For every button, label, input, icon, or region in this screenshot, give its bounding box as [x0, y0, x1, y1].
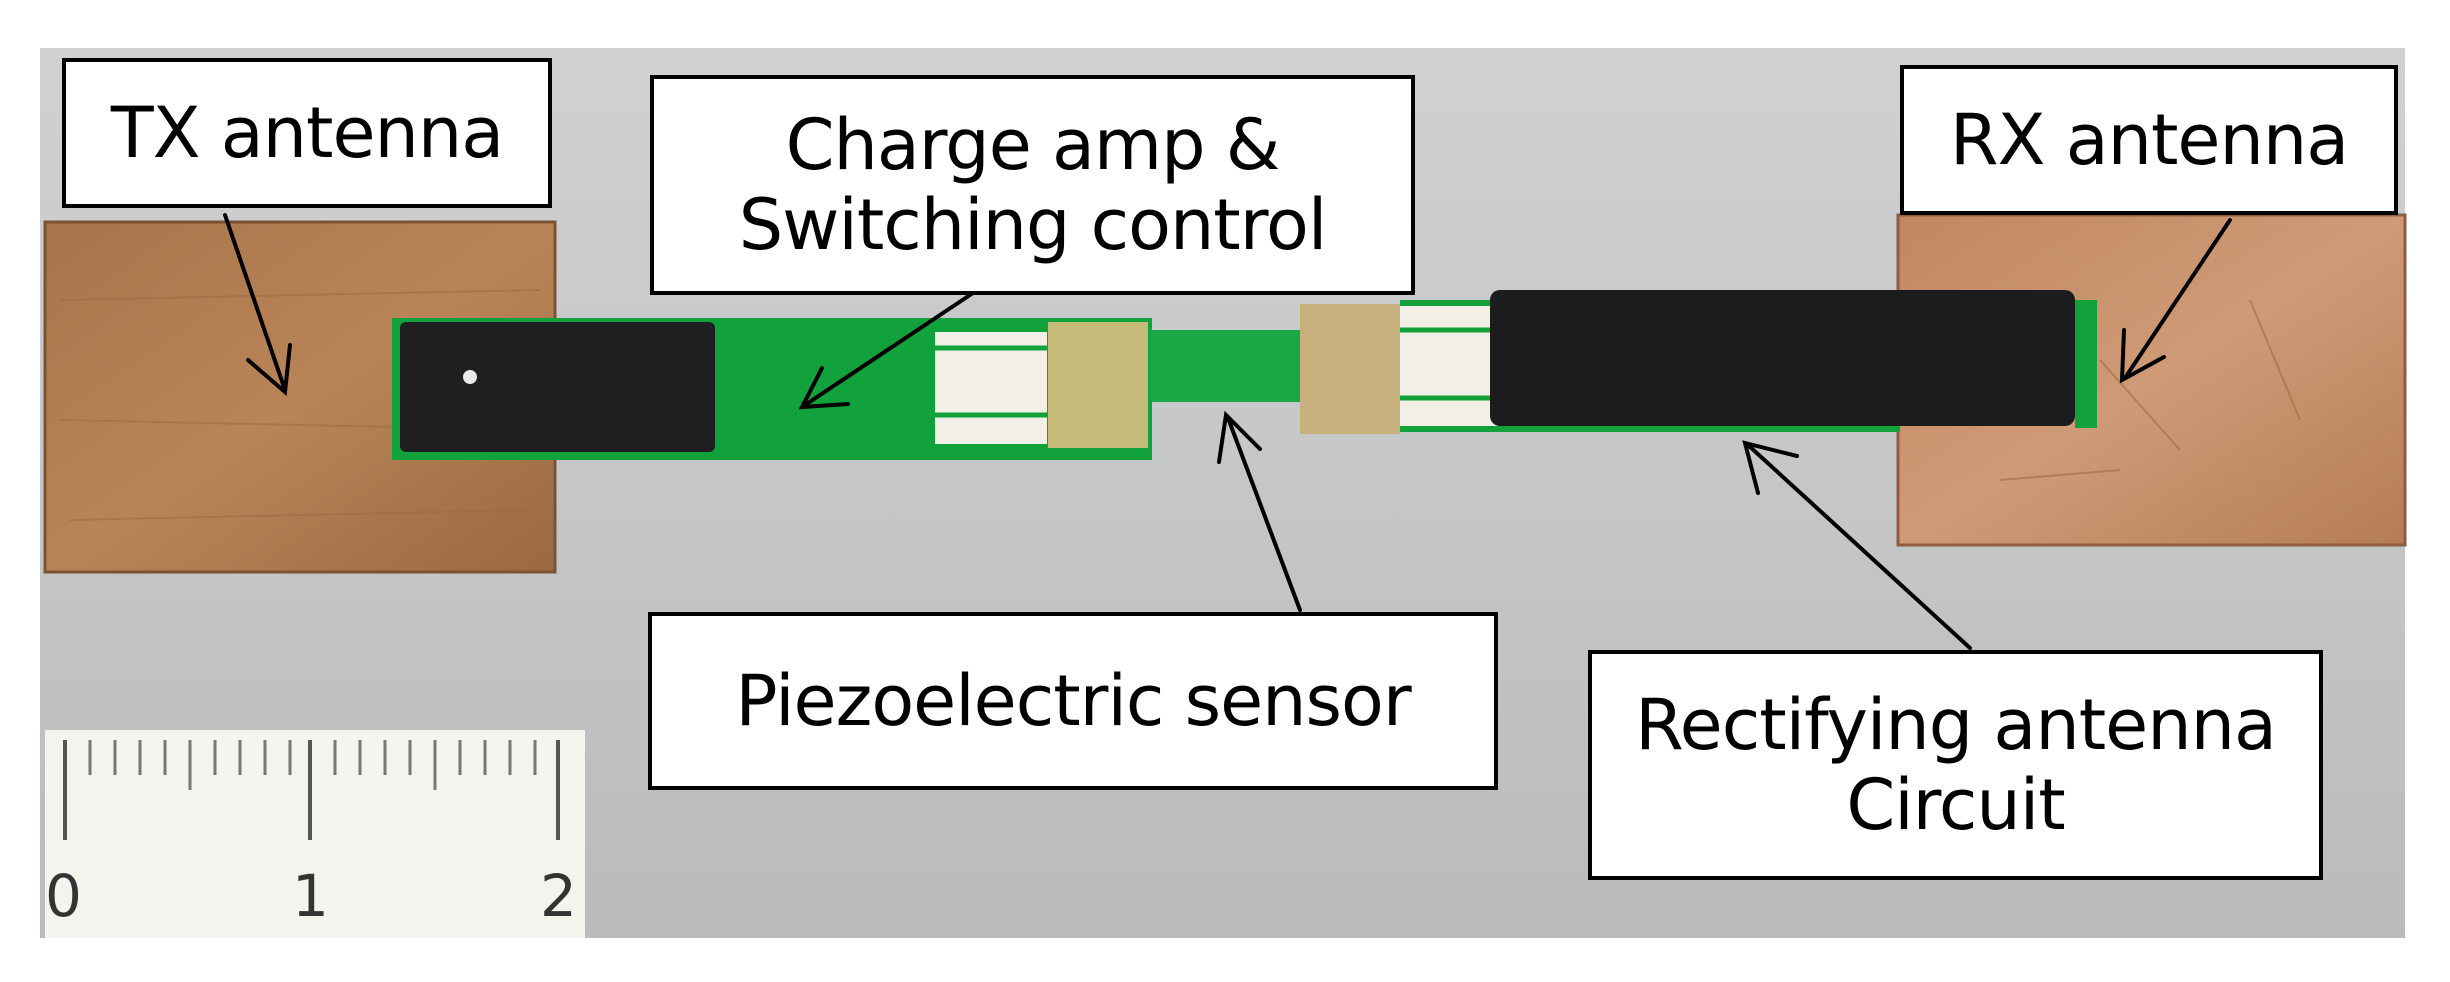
charge-amp-line1: Charge amp &	[785, 103, 1281, 186]
rectifier-arrow	[1742, 440, 1972, 650]
right-black-coating	[1490, 290, 2075, 426]
piezo-arrow	[1217, 410, 1302, 612]
piezo-sensor-label: Piezoelectric sensor	[648, 612, 1498, 790]
rectifier-line1: Rectifying antenna	[1635, 683, 2277, 766]
pcb-strip	[392, 290, 2097, 460]
rx-antenna-text: RX antenna	[1949, 98, 2349, 181]
left-black-coating	[400, 322, 715, 452]
tx-antenna-label: TX antenna	[62, 58, 552, 208]
tx-antenna-text: TX antenna	[110, 91, 504, 174]
rectifier-line2: Circuit	[1846, 764, 2065, 846]
ruler-tick-2: 2	[540, 862, 577, 930]
ruler-tick-0: 0	[45, 862, 82, 930]
charge-amp-label: Charge amp & Switching control	[650, 75, 1415, 295]
rectifier-label: Rectifying antenna Circuit	[1588, 650, 2323, 880]
charge-amp-arrow	[798, 283, 987, 410]
rx-antenna-label: RX antenna	[1900, 65, 2398, 215]
tx-arrow	[223, 213, 292, 397]
piezo-sensor-strip	[1150, 330, 1300, 402]
ruler-tick-1: 1	[292, 862, 329, 930]
annotation-arrows	[223, 213, 2232, 650]
scale-ruler	[45, 730, 585, 938]
piezo-sensor-text: Piezoelectric sensor	[735, 659, 1411, 742]
rx-arrow	[2119, 218, 2232, 384]
charge-amp-line2: Switching control	[738, 184, 1328, 266]
